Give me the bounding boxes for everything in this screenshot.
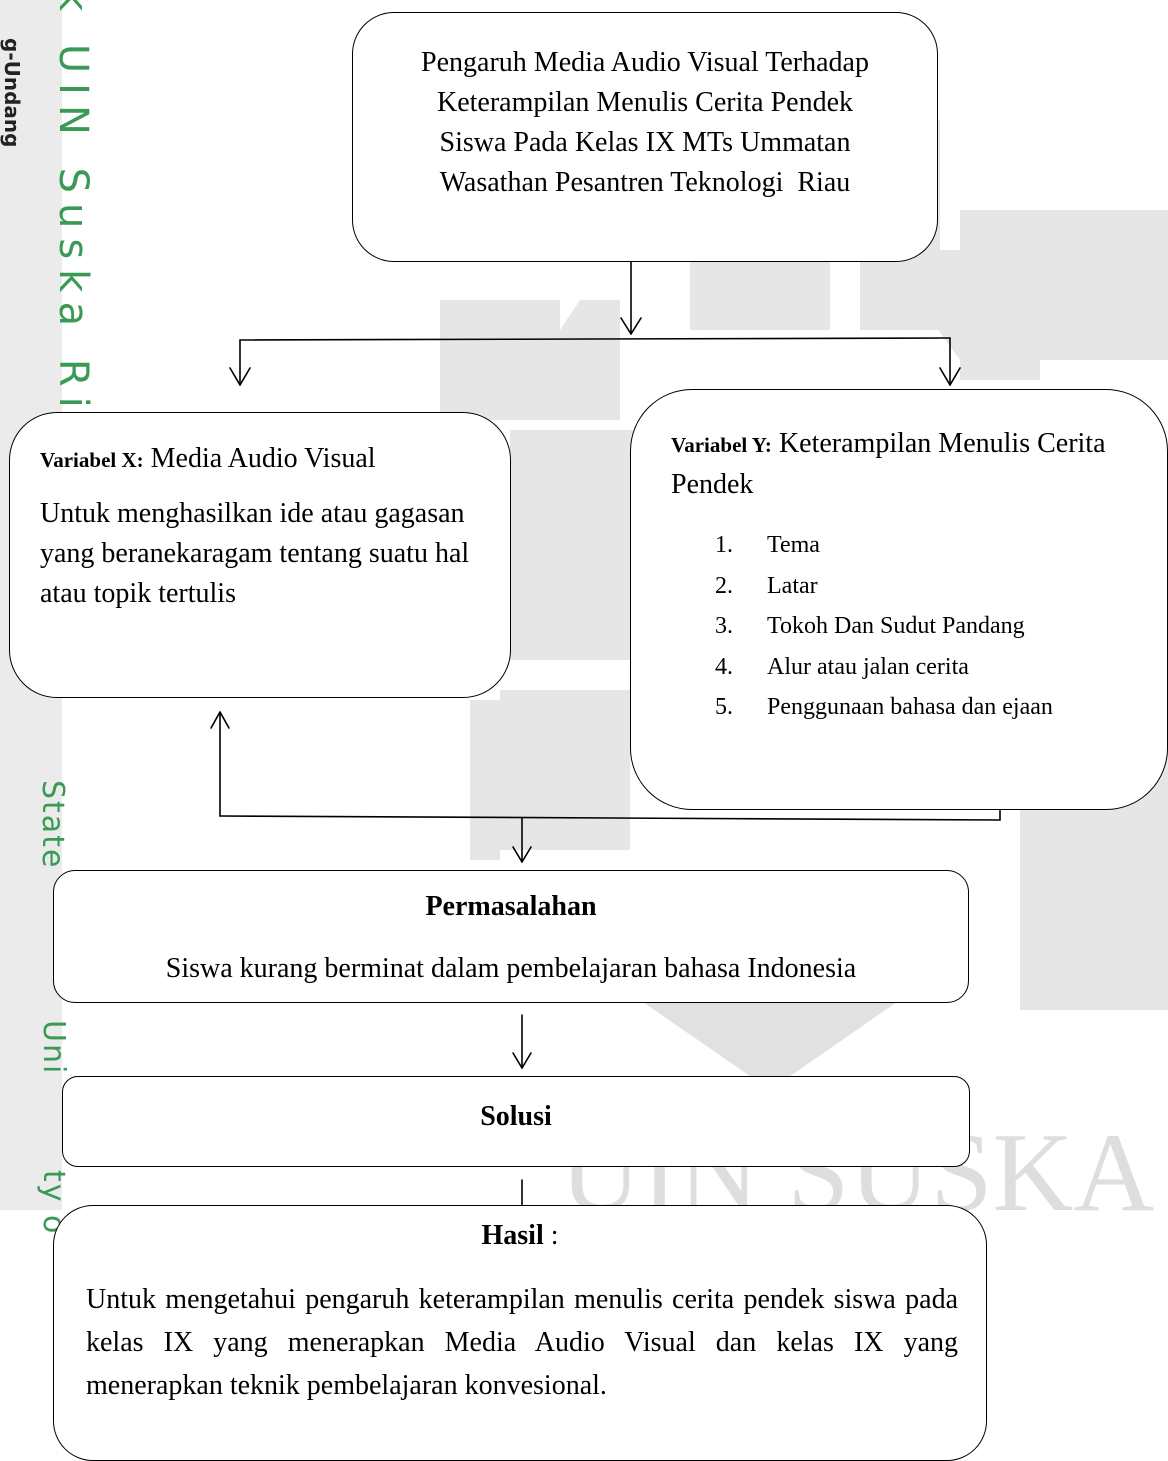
list-item: 5. Penggunaan bahasa dan ejaan [715, 687, 1167, 728]
variable-x-name: Media Audio Visual [150, 443, 376, 474]
list-item: 2. Latar [715, 566, 1167, 607]
list-item: 4. Alur atau jalan cerita [715, 647, 1167, 688]
to-permasalahan-arrow [512, 846, 532, 863]
hasil-title-suffix: : [543, 1220, 559, 1251]
solusi-title: Solusi [480, 1101, 552, 1132]
permasalahan-title: Permasalahan [425, 891, 597, 922]
variable-x-heading: Variabel X: Media Audio Visual [40, 439, 510, 480]
list-item-number: 2. [715, 572, 733, 599]
list-item-text: Tema [767, 532, 820, 558]
list-item-text: Penggunaan bahasa dan ejaan [767, 694, 1053, 720]
list-item-text: Tokoh Dan Sudut Pandang [767, 613, 1025, 639]
hasil-box: Hasil : Untuk mengetahui pengaruh ketera… [53, 1205, 987, 1461]
solusi-box: Solusi [62, 1076, 970, 1167]
list-item-number: 1. [715, 532, 733, 558]
title-line-3: Siswa Pada Kelas IX MTs Ummatan [439, 127, 851, 158]
variable-y-name: Keterampilan Menulis Cerita Pendek [671, 428, 1106, 500]
variable-y-list: 1. Tema 2. Latar 3. Tokoh Dan Sudut Pandang… [715, 525, 1167, 728]
variable-x-label: Variabel X: [40, 448, 144, 472]
variable-x-box: Variabel X: Media Audio Visual Untuk men… [9, 412, 511, 698]
branch-right-arrow [939, 367, 961, 386]
hasil-title: Hasil [481, 1220, 544, 1251]
list-item: 1. Tema [715, 525, 1167, 566]
list-item-number: 3. [715, 613, 733, 639]
feedback-left-arrow [210, 711, 230, 729]
title-line-1: Pengaruh Media Audio Visual Terhadap [421, 47, 869, 78]
variable-y-heading: Variabel Y: Keterampilan Menulis Cerita … [671, 424, 1121, 505]
title-box: Pengaruh Media Audio Visual Terhadap Ket… [352, 12, 938, 262]
permasalahan-box: Permasalahan Siswa kurang berminat dalam… [53, 870, 969, 1003]
list-item-text: Latar [767, 572, 818, 599]
branch-line [239, 337, 951, 341]
hasil-heading: Hasil : [54, 1216, 986, 1256]
variable-y-label: Variabel Y: [671, 433, 772, 457]
to-solusi-arrow [512, 1052, 532, 1069]
permasalahan-text: Siswa kurang berminat dalam pembelajaran… [165, 953, 857, 984]
list-item-number: 4. [715, 653, 733, 680]
feedback-bottom-line [219, 815, 1001, 821]
list-item-text: Alur atau jalan cerita [767, 653, 969, 680]
variable-x-description: Untuk menghasilkan ide atau gagasan yang… [40, 498, 470, 609]
title-line-2: Keterampilan Menulis Cerita Pendek [437, 87, 853, 118]
list-item: 3. Tokoh Dan Sudut Pandang [715, 606, 1167, 647]
branch-left-arrow [229, 367, 251, 386]
title-line-4: Wasathan Pesantren Teknologi Riau [439, 167, 851, 198]
hasil-text: Untuk mengetahui pengaruh keterampilan m… [86, 1284, 958, 1401]
variable-y-box: Variabel Y: Keterampilan Menulis Cerita … [630, 389, 1168, 810]
title-down-arrow [620, 317, 642, 335]
list-item-number: 5. [715, 694, 733, 720]
